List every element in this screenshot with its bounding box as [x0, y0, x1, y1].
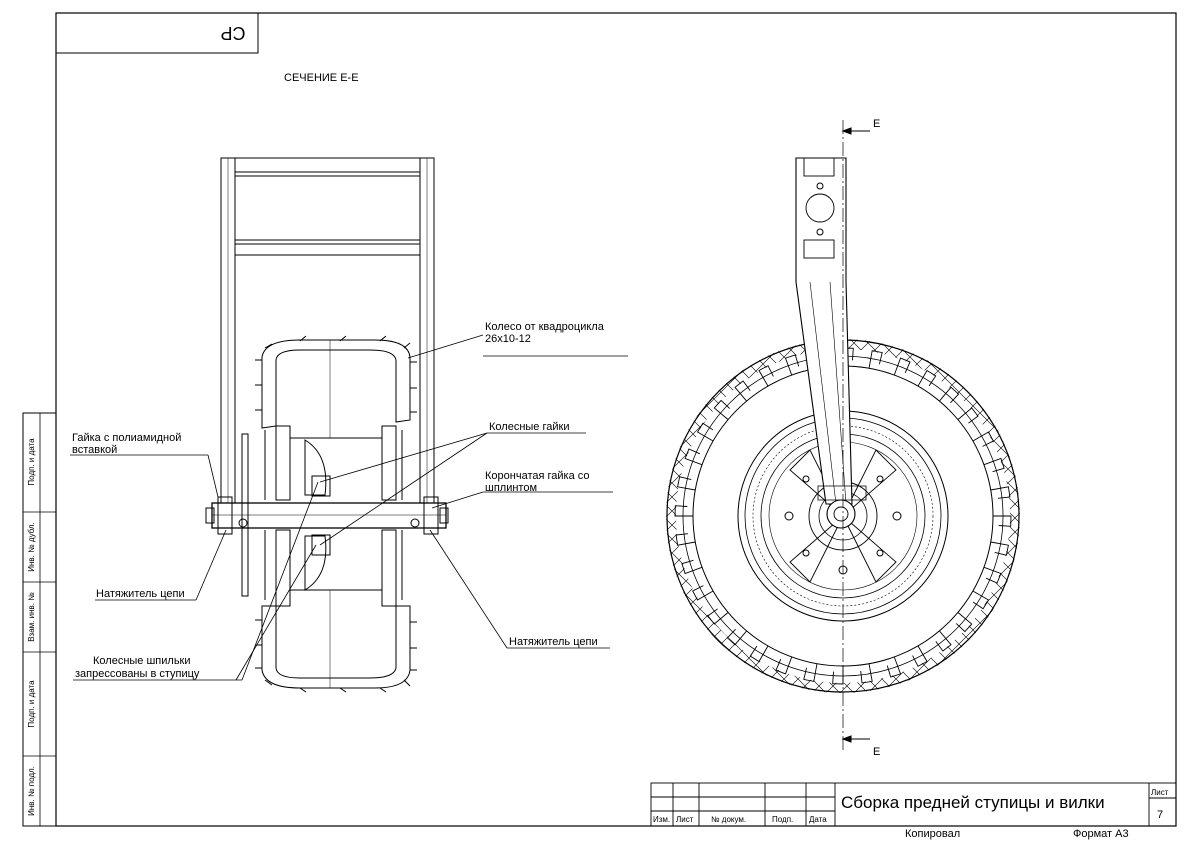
tire-lug: [713, 399, 731, 420]
tire-lug: [707, 608, 729, 625]
section-title: СЕЧЕНИЕ Е-Е: [284, 72, 359, 84]
tire-lug: [832, 666, 844, 685]
tire-lug: [696, 422, 714, 442]
stamp-dup-inv: Инв. № дубл.: [27, 522, 36, 572]
tire-lug: [749, 645, 769, 663]
tire-lug: [993, 515, 1012, 527]
sheet-code: СР: [220, 23, 245, 43]
stamp-sign-date-1: Подп. и дата: [27, 438, 36, 486]
tb-sheet-label: Лист: [1151, 788, 1169, 797]
label-wheel-size: 26х10-12: [485, 333, 531, 345]
label-wheel-nuts: Колесные гайки: [489, 421, 569, 433]
label-tensioner-right: Натяжитель цепи: [509, 636, 598, 648]
tire-lug: [775, 656, 793, 675]
code-box: СР: [55, 12, 259, 54]
tire-lug: [726, 628, 747, 646]
stamp-sign-date-2: Подп. и дата: [27, 680, 36, 728]
section-view: [205, 157, 449, 693]
tb-col-izm: Изм.: [653, 815, 670, 824]
tb-col-sign: Подп.: [772, 815, 793, 824]
side-stamp: Подп. и дата Инв. № дубл. Взам. инв. № П…: [22, 412, 57, 827]
sheet-frame: [55, 12, 1177, 827]
tire-lug: [990, 541, 1009, 556]
tb-col-list: Лист: [676, 815, 694, 824]
title-block: [650, 782, 1177, 827]
drawing-title: Сборка предней ступицы и вилки: [841, 793, 1105, 812]
tire-lug: [972, 431, 994, 447]
leader-lines: [70, 334, 628, 681]
tire-lug: [684, 448, 703, 466]
tire-lug: [868, 350, 883, 369]
section-mark-bottom: Е: [873, 746, 880, 758]
tire-lug: [886, 656, 902, 678]
tb-col-doc: № докум.: [711, 815, 746, 824]
tire-lug: [784, 354, 800, 376]
tire-lug: [803, 663, 818, 682]
tire-lug: [983, 457, 1005, 473]
label-wheel: Колесо от квадроцикла: [485, 321, 605, 333]
tb-copied: Копировал: [905, 828, 960, 840]
tire-lug: [983, 566, 1002, 584]
section-mark-top: Е: [873, 118, 880, 130]
tb-col-date: Дата: [809, 815, 827, 824]
tire-lug: [957, 407, 979, 424]
tire-lug: [860, 663, 873, 684]
tire-lug: [758, 365, 774, 387]
tb-sheet-number: 7: [1157, 809, 1163, 821]
label-polyamide-nut: Гайка с полиамидной: [72, 432, 181, 444]
tire-lug: [972, 590, 990, 610]
tire-lug: [939, 386, 960, 404]
tire-lug: [893, 357, 911, 376]
tire-lug: [674, 505, 693, 517]
tire-lug: [675, 533, 696, 546]
stamp-replace-inv: Взам. инв. №: [27, 592, 36, 642]
tire-lug: [692, 585, 714, 601]
tire-lug: [990, 486, 1011, 499]
tire-lug: [917, 369, 937, 387]
tire-lug: [734, 380, 751, 402]
tire-lug: [912, 645, 928, 667]
side-view: [666, 120, 1020, 750]
tb-format: Формат А3: [1073, 828, 1129, 840]
tire-lug: [677, 476, 696, 491]
label-castle-nut-2: шплинтом: [485, 482, 537, 494]
tire-lug: [681, 559, 703, 575]
stamp-orig-inv: Инв. № подл.: [27, 766, 36, 816]
label-tensioner-left: Натяжитель цепи: [96, 588, 185, 600]
label-polyamide-nut-2: вставкой: [72, 444, 117, 456]
tire-lug: [935, 630, 952, 652]
label-castle-nut: Корончатая гайка со: [485, 470, 590, 482]
tire-lug: [955, 612, 973, 633]
label-studs-2: запрессованы в ступицу: [75, 668, 200, 680]
label-studs: Колесные шпильки: [93, 655, 191, 667]
